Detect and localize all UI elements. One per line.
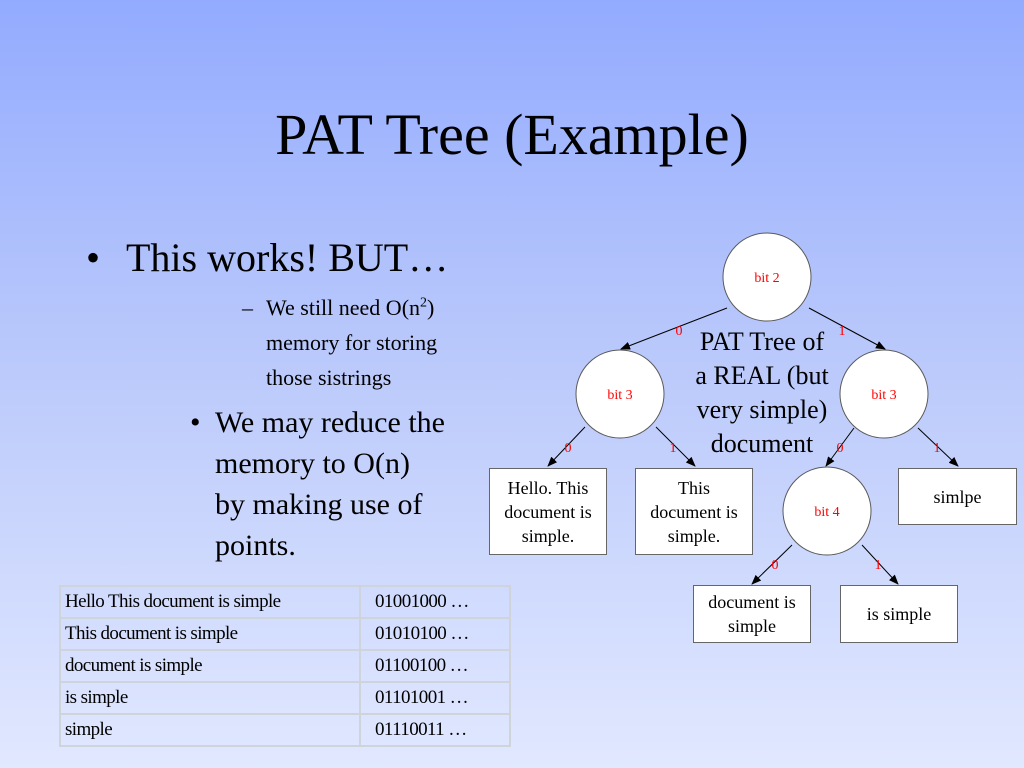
bullet-2-line-4: points. — [215, 529, 296, 562]
edge-left-0 — [547, 426, 586, 467]
sub-bullet-line-1: We still need O(n2) — [266, 290, 506, 325]
table-row: simple 01110011 … — [59, 713, 511, 747]
edge-label-bit4-1: 1 — [875, 558, 882, 573]
edge-label-left-1: 1 — [670, 441, 677, 456]
bits-cell: 01100100 … — [359, 649, 511, 683]
leaf-this-line-1: This — [677, 477, 710, 498]
sistring-cell: This document is simple — [59, 617, 361, 651]
edge-label-left-0: 0 — [565, 441, 572, 456]
edge-root-left — [620, 307, 728, 350]
tree-node-right-label: bit 3 — [871, 388, 896, 403]
leaf-simlpe-line-1: simlpe — [933, 486, 982, 507]
bits-cell: 01001000 … — [359, 585, 511, 619]
table-row: document is simple 01100100 … — [59, 649, 511, 683]
table-row: is simple 01101001 … — [59, 681, 511, 715]
tree-node-root-label: bit 2 — [754, 271, 779, 286]
sub-bullet-text: We still need O(n2) memory for storing t… — [266, 290, 506, 395]
leaf-this-line-2: document is — [650, 501, 738, 522]
sub-bullet-line-1-a: We still need O(n — [266, 295, 421, 320]
tree-node-right: bit 3 — [839, 349, 929, 439]
sistring-cell: is simple — [59, 681, 361, 715]
sub-bullet-line-3: those sistrings — [266, 365, 392, 390]
leaf-document-line-1: document is — [708, 592, 796, 612]
bits-cell: 01110011 … — [359, 713, 511, 747]
tree-caption-line-1: PAT Tree of — [699, 327, 825, 356]
edge-label-right-0: 0 — [837, 441, 844, 456]
sistring-cell: simple — [59, 713, 361, 747]
edge-right-1 — [917, 427, 959, 467]
tree-node-left-label: bit 3 — [607, 388, 632, 403]
sistring-cell: document is simple — [59, 649, 361, 683]
table-row: Hello This document is simple 01001000 … — [59, 585, 511, 619]
tree-caption: PAT Tree of a REAL (but very simple) doc… — [681, 325, 843, 461]
edge-bit4-0 — [751, 544, 793, 585]
tree-node-bit4: bit 4 — [782, 466, 872, 556]
bullet-2-line-2: memory to O(n) — [215, 447, 410, 480]
tree-caption-line-4: document — [710, 429, 814, 458]
edge-right-0 — [825, 427, 855, 467]
edge-label-root-0: 0 — [676, 324, 683, 339]
bits-cell: 01101001 … — [359, 681, 511, 715]
tree-node-root: bit 2 — [722, 232, 812, 322]
leaf-is-simple: is simple — [840, 585, 958, 643]
tree-node-bit4-label: bit 4 — [814, 505, 839, 520]
bullet-2-line-1: We may reduce the — [215, 406, 445, 439]
edge-label-root-1: 1 — [839, 324, 846, 339]
edge-bit4-1 — [861, 544, 899, 585]
sistring-table: Hello This document is simple 01001000 …… — [59, 585, 511, 747]
sub-bullet-marker: – — [242, 295, 253, 320]
leaf-is-simple-line-1: is simple — [866, 604, 932, 624]
leaf-hello-line-2: document is — [504, 501, 592, 522]
tree-caption-line-2: a REAL (but — [695, 361, 829, 390]
edge-label-bit4-0: 0 — [772, 558, 779, 573]
sub-bullet-superscript: 2 — [420, 295, 428, 311]
edge-root-right — [808, 307, 886, 350]
leaf-this: This document is simple. — [635, 468, 753, 555]
bullet-2-marker: • — [190, 406, 201, 439]
bullet-1-text: This works! BUT… — [126, 235, 449, 280]
table-row: This document is simple 01010100 … — [59, 617, 511, 651]
bullet-2-line-3: by making use of — [215, 488, 423, 521]
tree-caption-line-3: very simple) — [696, 395, 828, 424]
leaf-hello-line-3: simple. — [521, 525, 575, 546]
leaf-this-line-3: simple. — [667, 525, 721, 546]
leaf-simlpe: simlpe — [898, 468, 1017, 525]
bullet-marker: • — [86, 235, 101, 280]
sub-bullet-line-1-b: ) — [427, 295, 435, 320]
edge-label-right-1: 1 — [934, 441, 941, 456]
sub-bullet-line-2: memory for storing — [266, 330, 438, 355]
leaf-document-line-2: simple — [728, 616, 776, 636]
leaf-hello-line-1: Hello. This — [507, 477, 589, 498]
slide-title: PAT Tree (Example) — [275, 102, 749, 167]
leaf-document-is-simple: document is simple — [693, 585, 811, 643]
leaf-hello: Hello. This document is simple. — [489, 468, 607, 555]
bits-cell: 01010100 … — [359, 617, 511, 651]
sistring-cell: Hello This document is simple — [59, 585, 361, 619]
tree-node-left: bit 3 — [575, 349, 665, 439]
bullet-2-text: We may reduce the memory to O(n) by maki… — [215, 402, 505, 566]
edge-left-1 — [655, 426, 696, 467]
